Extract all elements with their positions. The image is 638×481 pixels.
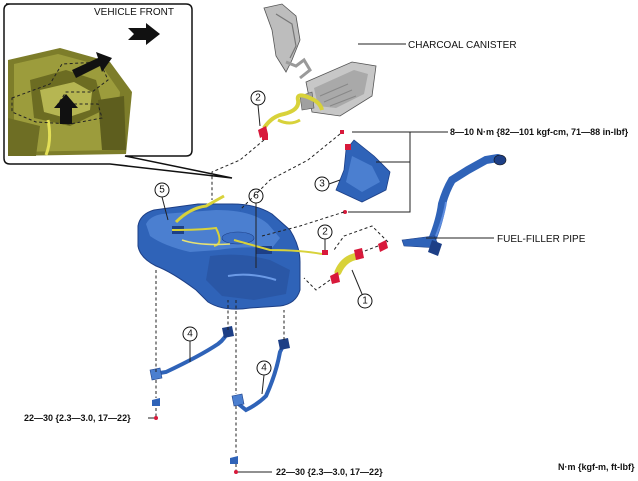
heat-insulator bbox=[335, 139, 391, 214]
torque-insulator-label: 8—10 N·m {82—101 kgf-cm, 71—88 in-lbf} bbox=[450, 127, 629, 137]
vehicle-front-arrow-icon bbox=[128, 23, 160, 45]
callout-1: 1 bbox=[351, 269, 373, 309]
units-note: N·m {kgf-m, ft-lbf} bbox=[558, 462, 635, 472]
callout-4-right: 4 bbox=[256, 360, 272, 395]
svg-text:5: 5 bbox=[159, 185, 165, 196]
svg-text:6: 6 bbox=[253, 191, 259, 202]
callout-6: 6 bbox=[248, 188, 264, 268]
torque-band-left-label: 22—30 {2.3—3.0, 17—22} bbox=[24, 413, 131, 423]
callout-5: 5 bbox=[154, 182, 170, 221]
detail-bracket-illustration bbox=[8, 48, 132, 156]
fuel-filler-pipe bbox=[378, 154, 507, 256]
callout-2-upper: 2 bbox=[250, 90, 266, 127]
svg-text:1: 1 bbox=[362, 296, 368, 307]
svg-text:2: 2 bbox=[322, 227, 328, 238]
charcoal-canister bbox=[263, 3, 377, 117]
svg-text:2: 2 bbox=[255, 93, 261, 104]
vehicle-front-label: VEHICLE FRONT bbox=[94, 7, 174, 18]
svg-text:4: 4 bbox=[261, 363, 267, 374]
assembly-guide-lines bbox=[155, 133, 389, 472]
callout-4-left: 4 bbox=[182, 326, 198, 362]
svg-text:3: 3 bbox=[319, 179, 325, 190]
charcoal-canister-label: CHARCOAL CANISTER bbox=[408, 40, 517, 51]
fuel-tank bbox=[137, 194, 323, 310]
torque-bracket bbox=[340, 130, 448, 213]
detail-inset: VEHICLE FRONT bbox=[3, 3, 233, 179]
callout-3: 3 bbox=[314, 176, 341, 192]
callout-2-lower: 2 bbox=[317, 224, 333, 255]
filler-neck-hose bbox=[330, 248, 364, 284]
fuel-tank-band-left bbox=[149, 326, 234, 406]
svg-text:4: 4 bbox=[187, 329, 193, 340]
torque-band-right-label: 22—30 {2.3—3.0, 17—22} bbox=[276, 467, 383, 477]
evap-hose-upper bbox=[258, 93, 324, 140]
fuel-tank-band-right bbox=[230, 338, 290, 464]
fuel-filler-pipe-label: FUEL-FILLER PIPE bbox=[497, 234, 586, 245]
